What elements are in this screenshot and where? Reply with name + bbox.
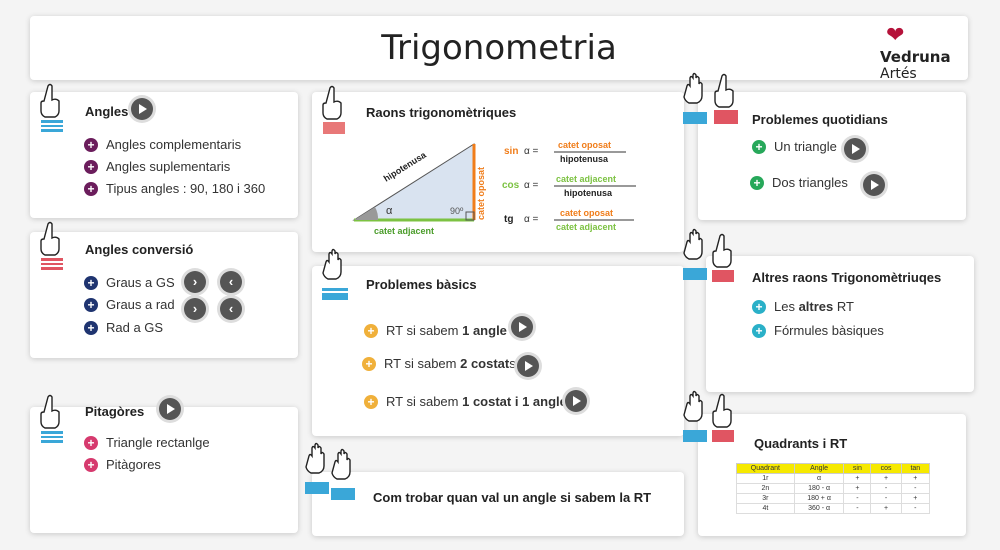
plus-icon: + [752, 323, 766, 338]
svg-text:sin: sin [504, 146, 518, 157]
chevron-right-button[interactable]: › [184, 271, 206, 293]
plus-icon: + [752, 139, 766, 154]
basics-item[interactable]: +RT si sabem 1 angle [364, 323, 507, 338]
angles-item[interactable]: +Tipus angles : 90, 180 i 360 [84, 181, 265, 196]
plus-icon: + [364, 323, 378, 338]
vedruna-logo[interactable]: ❤ Vedruna Artés [880, 22, 960, 83]
logo-name: Vedruna [880, 48, 951, 66]
chevron-left-button[interactable]: ‹ [220, 271, 242, 293]
hand-one-icon [40, 83, 63, 132]
svg-text:α =: α = [524, 214, 539, 225]
two-hands-icon [305, 442, 355, 500]
pitagores-play-button[interactable] [159, 398, 181, 420]
svg-text:catet oposat: catet oposat [560, 208, 613, 218]
altres-item[interactable]: +Fórmules bàsiques [752, 323, 884, 338]
basics-play-button[interactable] [565, 390, 587, 412]
pitagores-item[interactable]: +Pitàgores [84, 457, 161, 472]
svg-text:catet oposat: catet oposat [558, 140, 611, 150]
plus-icon: + [84, 297, 98, 312]
basics-item[interactable]: +RT si sabem 1 costat i 1 angle [364, 394, 567, 409]
trobar-card: Com trobar quan val un angle si sabem la… [305, 442, 684, 536]
plus-icon: + [84, 159, 98, 174]
conversio-item[interactable]: +Rad a GS [84, 320, 163, 335]
hand-open-icon [322, 248, 348, 300]
logo-sub: Artés [880, 66, 917, 82]
conversio-item[interactable]: +Graus a rad [84, 297, 175, 312]
svg-text:catet oposat: catet oposat [476, 167, 486, 220]
angles-play-button[interactable] [131, 98, 153, 120]
angles-item[interactable]: +Angles suplementaris [84, 159, 230, 174]
basics-card: Problemes bàsics +RT si sabem 1 angle +R… [312, 248, 684, 436]
hand-one-icon [40, 394, 63, 443]
raons-title: Raons trigonomètriques [366, 105, 517, 120]
triangle-diagram: hipotenusa α 90º catet adjacent catet op… [352, 140, 636, 236]
pitagores-card: Pitagòres +Triangle rectanlge +Pitàgores [30, 394, 298, 533]
svg-text:hipotenusa: hipotenusa [560, 154, 609, 164]
quotidians-item[interactable]: +Un triangle [752, 139, 837, 154]
plus-icon: + [84, 181, 98, 196]
basics-play-button[interactable] [511, 316, 533, 338]
svg-text:catet adjacent: catet adjacent [374, 226, 434, 236]
chevron-right-button[interactable]: › [184, 298, 206, 320]
title-bar: Trigonometria ❤ Vedruna Artés [30, 16, 968, 83]
quotidians-title: Problemes quotidians [752, 112, 888, 127]
chevron-left-button[interactable]: ‹ [220, 298, 242, 320]
quadrants-title: Quadrants i RT [754, 436, 848, 451]
svg-text:hipotenusa: hipotenusa [564, 188, 613, 198]
hand-one-icon [40, 221, 63, 270]
conversio-card: Angles conversió +Graus a GS +Graus a ra… [30, 221, 298, 358]
plus-icon: + [84, 320, 98, 335]
quotidians-card: Problemes quotidians +Un triangle +Dos t… [683, 72, 966, 220]
svg-text:cos: cos [502, 180, 520, 191]
svg-text:α =: α = [524, 146, 539, 157]
pitagores-title: Pitagòres [85, 404, 145, 419]
conversio-item[interactable]: +Graus a GS [84, 275, 175, 290]
trobar-title[interactable]: Com trobar quan val un angle si sabem la… [373, 490, 652, 505]
raons-card: Raons trigonomètriques hipotenusa α 90º … [312, 85, 684, 252]
heart-icon: ❤ [886, 22, 905, 47]
plus-icon: + [84, 435, 98, 450]
plus-icon: + [362, 356, 376, 371]
angles-item[interactable]: +Angles complementaris [84, 137, 241, 152]
conversio-title: Angles conversió [85, 242, 194, 257]
svg-text:α: α [386, 205, 393, 217]
two-hands-icon [683, 72, 738, 124]
plus-icon: + [750, 175, 764, 190]
altres-card: Altres raons Trigonomètriuqes +Les altre… [683, 228, 974, 392]
altres-title: Altres raons Trigonomètriuqes [752, 270, 942, 285]
two-hands-icon [683, 228, 734, 282]
quotidians-play-button[interactable] [863, 174, 885, 196]
plus-icon: + [752, 299, 766, 314]
pitagores-item[interactable]: +Triangle rectanlge [84, 435, 210, 450]
basics-play-button[interactable] [517, 355, 539, 377]
basics-item[interactable]: +RT si sabem 2 costats [362, 356, 516, 371]
page-title: Trigonometria [381, 28, 617, 68]
altres-item[interactable]: +Les altres RT [752, 299, 854, 314]
svg-text:tg: tg [504, 214, 513, 225]
svg-text:catet adjacent: catet adjacent [556, 222, 616, 232]
svg-text:90º: 90º [450, 206, 464, 216]
plus-icon: + [84, 457, 98, 472]
angles-card: Angles +Angles complementaris +Angles su… [30, 83, 298, 218]
basics-title: Problemes bàsics [366, 277, 477, 292]
two-hands-icon [683, 390, 734, 442]
quotidians-item[interactable]: +Dos triangles [750, 175, 848, 190]
hand-one-icon [322, 85, 345, 134]
svg-text:α =: α = [524, 180, 539, 191]
plus-icon: + [364, 394, 378, 409]
plus-icon: + [84, 275, 98, 290]
svg-text:catet adjacent: catet adjacent [556, 174, 616, 184]
quotidians-play-button[interactable] [844, 138, 866, 160]
plus-icon: + [84, 137, 98, 152]
angles-title: Angles [85, 104, 129, 119]
